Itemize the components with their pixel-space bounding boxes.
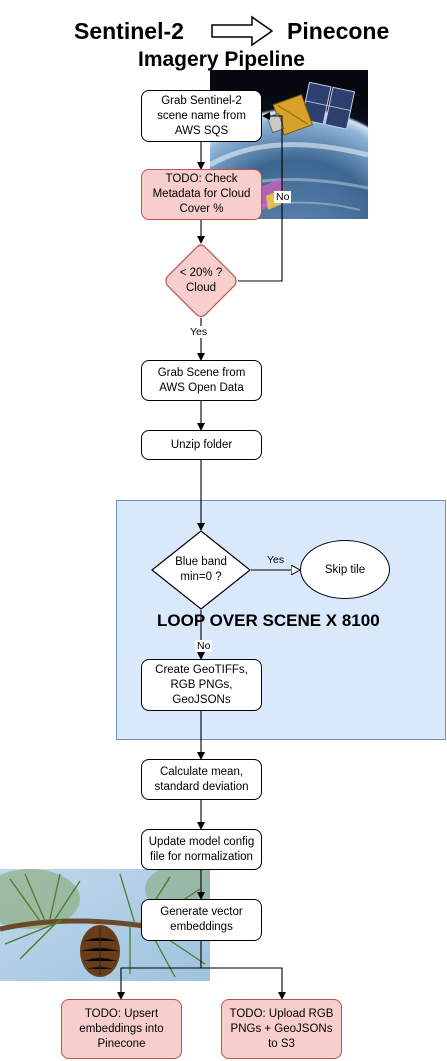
title-imagery-pipeline: Imagery Pipeline xyxy=(138,48,305,71)
title-sentinel-2: Sentinel-2 xyxy=(74,18,184,44)
edge-label-cloud-yes: Yes xyxy=(188,326,210,338)
node-grab-scene: Grab Scene from AWS Open Data xyxy=(141,360,262,401)
node-skip-tile: Skip tile xyxy=(300,540,390,599)
loop-label: LOOP OVER SCENE X 8100 xyxy=(157,611,380,630)
cloud-decision-label: < 20% ? Cloud xyxy=(179,267,223,294)
node-upsert-pinecone: TODO: Upsert embeddings into Pinecone xyxy=(61,999,182,1059)
node-check-metadata: TODO: Check Metadata for Cloud Cover % xyxy=(141,169,262,220)
pinecone-image xyxy=(0,869,210,981)
node-grab-scene-name: Grab Sentinel-2 scene name from AWS SQS xyxy=(141,90,262,142)
node-unzip: Unzip folder xyxy=(141,430,262,460)
blue-band-label: Blue band min=0 ? xyxy=(175,556,227,583)
node-cloud-decision: < 20% ? Cloud xyxy=(163,243,239,319)
arrow-right-icon xyxy=(210,14,274,53)
edge-embed-to-s3 xyxy=(201,967,286,1000)
title-pinecone: Pinecone xyxy=(287,18,390,44)
node-update-config: Update model config file for normalizati… xyxy=(141,829,262,870)
node-calculate-stats: Calculate mean, standard deviation xyxy=(141,759,262,800)
node-generate-embeddings: Generate vector embeddings xyxy=(141,899,262,941)
node-blue-band-decision: Blue band min=0 ? xyxy=(151,530,251,610)
edge-embed-to-upsert xyxy=(117,941,202,1000)
edge-label-blue-yes: Yes xyxy=(265,554,287,566)
edge-label-cloud-no: No xyxy=(274,191,292,203)
node-create-geotiffs: Create GeoTIFFs, RGB PNGs, GeoJSONs xyxy=(141,659,262,711)
node-upload-s3: TODO: Upload RGB PNGs + GeoJSONs to S3 xyxy=(221,999,342,1059)
edge-label-blue-no: No xyxy=(195,640,213,652)
